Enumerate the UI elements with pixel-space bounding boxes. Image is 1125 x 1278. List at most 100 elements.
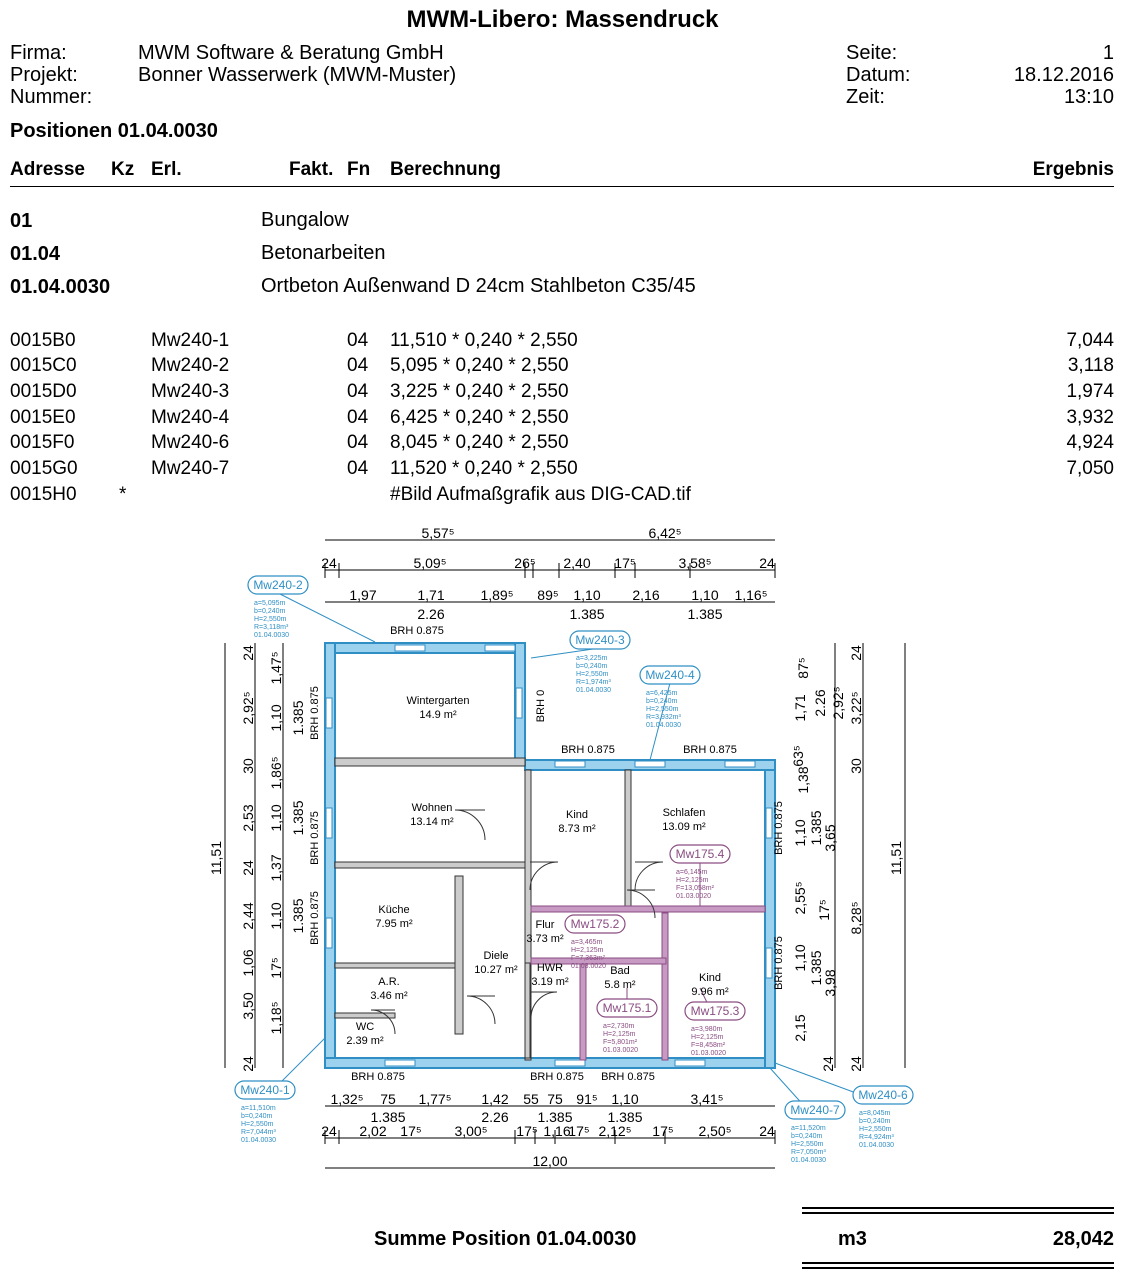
tag-value: H=2,550m <box>254 616 287 623</box>
tag-bubble <box>569 630 631 650</box>
dim-label: 8,28⁵ <box>848 901 864 934</box>
dim-label: 3,22⁵ <box>848 691 864 724</box>
dim-label: 26⁵ <box>514 555 535 571</box>
dim-label: 24 <box>321 1123 337 1139</box>
dim-label: 1,32⁵ <box>330 1091 363 1107</box>
row-calc: 3,225 * 0,240 * 2,550 <box>390 381 569 402</box>
dim-label: 24 <box>848 1056 864 1072</box>
door-arc <box>634 861 664 891</box>
tag-label: Mw175.3 <box>691 1004 740 1018</box>
summary-rule-bottom <box>802 1262 1114 1264</box>
dim-label: 1,71 <box>792 694 808 721</box>
tag-leader <box>277 592 376 643</box>
row-erl: Mw240-7 <box>151 458 230 479</box>
room-area: 2.39 m² <box>346 1035 384 1047</box>
dim-label: 91⁵ <box>576 1091 597 1107</box>
dim-label: 1,10 <box>691 587 718 603</box>
interior-wall <box>334 962 461 969</box>
interior-wall <box>524 769 532 1061</box>
dim-label: 2,40 <box>563 555 590 571</box>
row-fn: 04 <box>347 381 369 402</box>
dim-label: 1,37 <box>268 854 284 881</box>
brh-label: BRH 0.875 <box>773 801 785 855</box>
dim-label: 1.385 <box>290 700 306 735</box>
room-name: Bad <box>610 965 630 977</box>
dim-label: 11,51 <box>888 841 904 875</box>
tag-value: b=0,240m <box>859 1118 890 1125</box>
tag-value: a=3,225m <box>576 655 607 662</box>
dim-label: 1,10 <box>792 944 808 971</box>
seite-label: Seite: <box>846 42 898 64</box>
dim-label: 1,10 <box>268 902 284 929</box>
tag-value: R=7,044m³ <box>241 1129 276 1136</box>
tag-label: Mw175.4 <box>676 847 725 861</box>
dim-label: 2,12⁵ <box>598 1123 631 1139</box>
tag-value: H=2,550m <box>859 1126 892 1133</box>
projekt-label: Projekt: <box>10 64 78 86</box>
tag-value: H=2,125m <box>676 877 709 884</box>
tag-label: Mw240-2 <box>253 578 303 592</box>
dim-label: 2,53 <box>240 804 256 831</box>
tag-label: Mw240-3 <box>575 633 625 647</box>
window <box>765 807 773 839</box>
door-arc <box>466 995 496 1025</box>
summary-rule-top <box>802 1207 1114 1209</box>
dim-label: 1,16 <box>543 1123 570 1139</box>
summary-label: Summe Position 01.04.0030 <box>374 1228 637 1250</box>
row-addr: 0015B0 <box>10 330 76 351</box>
tag-bubble <box>784 1100 846 1120</box>
dim-label: 2,92⁵ <box>830 686 846 719</box>
col-kz: Kz <box>111 159 135 180</box>
tag-value: H=2,125m <box>603 1031 636 1038</box>
dim-label: 17⁵ <box>516 1123 537 1139</box>
door-arc <box>529 861 559 891</box>
tag-bubble <box>564 914 626 934</box>
dim-label: 3,50 <box>240 992 256 1019</box>
tag-value: H=2,550m <box>241 1121 274 1128</box>
dim-label: 1,89⁵ <box>480 587 513 603</box>
dim-label: 3,41⁵ <box>690 1091 723 1107</box>
dim-label: 1.385 <box>537 1109 572 1125</box>
tag-value: a=3,980m <box>691 1026 722 1033</box>
dim-label: 2.26 <box>812 689 828 716</box>
brh-label: BRH 0.875 <box>309 891 321 945</box>
row-fn: 04 <box>347 330 369 351</box>
row-addr: 0015C0 <box>10 355 77 376</box>
brh-label: BRH 0.875 <box>773 936 785 990</box>
dim-label: 1.385 <box>808 810 824 845</box>
dim-label: 17⁵ <box>568 1123 589 1139</box>
dim-label: 24 <box>321 555 337 571</box>
room-name: Wohnen <box>412 802 453 814</box>
row-fn: 04 <box>347 407 369 428</box>
dimension-lines <box>224 539 906 1169</box>
partition-wall <box>530 905 766 913</box>
row-erl: Mw240-6 <box>151 432 230 453</box>
group-addr: 01 <box>10 210 33 232</box>
door-arc <box>626 889 656 919</box>
room-area: 5.8 m² <box>604 979 636 991</box>
room-area: 13.14 m² <box>410 816 454 828</box>
tag-value: 01.03.0020 <box>691 1050 726 1057</box>
room-area: 9.96 m² <box>691 986 729 998</box>
tag-value: a=5,095m <box>254 600 285 607</box>
dim-label: 17⁵ <box>652 1123 673 1139</box>
tag-value: H=2,550m <box>646 706 679 713</box>
section-title: Positionen 01.04.0030 <box>10 120 218 142</box>
window <box>394 644 426 652</box>
header-rule <box>10 186 1114 187</box>
interior-wall <box>334 1012 396 1019</box>
dim-label: 1,86⁵ <box>268 756 284 789</box>
col-ergebnis: Ergebnis <box>1032 159 1114 180</box>
firma-label: Firma: <box>10 42 67 64</box>
window <box>515 687 523 719</box>
document-title: MWM-Libero: Massendruck <box>406 6 719 33</box>
tag-label: Mw240-6 <box>858 1088 908 1102</box>
dim-label: 2,44 <box>240 902 256 929</box>
dim-label: 1,10 <box>268 704 284 731</box>
dim-label: 17⁵ <box>400 1123 421 1139</box>
dim-label: 1,18⁵ <box>268 1001 284 1034</box>
tag-value: R=4,924m³ <box>859 1134 894 1141</box>
dim-label: 6,42⁵ <box>648 525 681 541</box>
room-name: WC <box>356 1021 374 1033</box>
dim-label: 2,16 <box>632 587 659 603</box>
